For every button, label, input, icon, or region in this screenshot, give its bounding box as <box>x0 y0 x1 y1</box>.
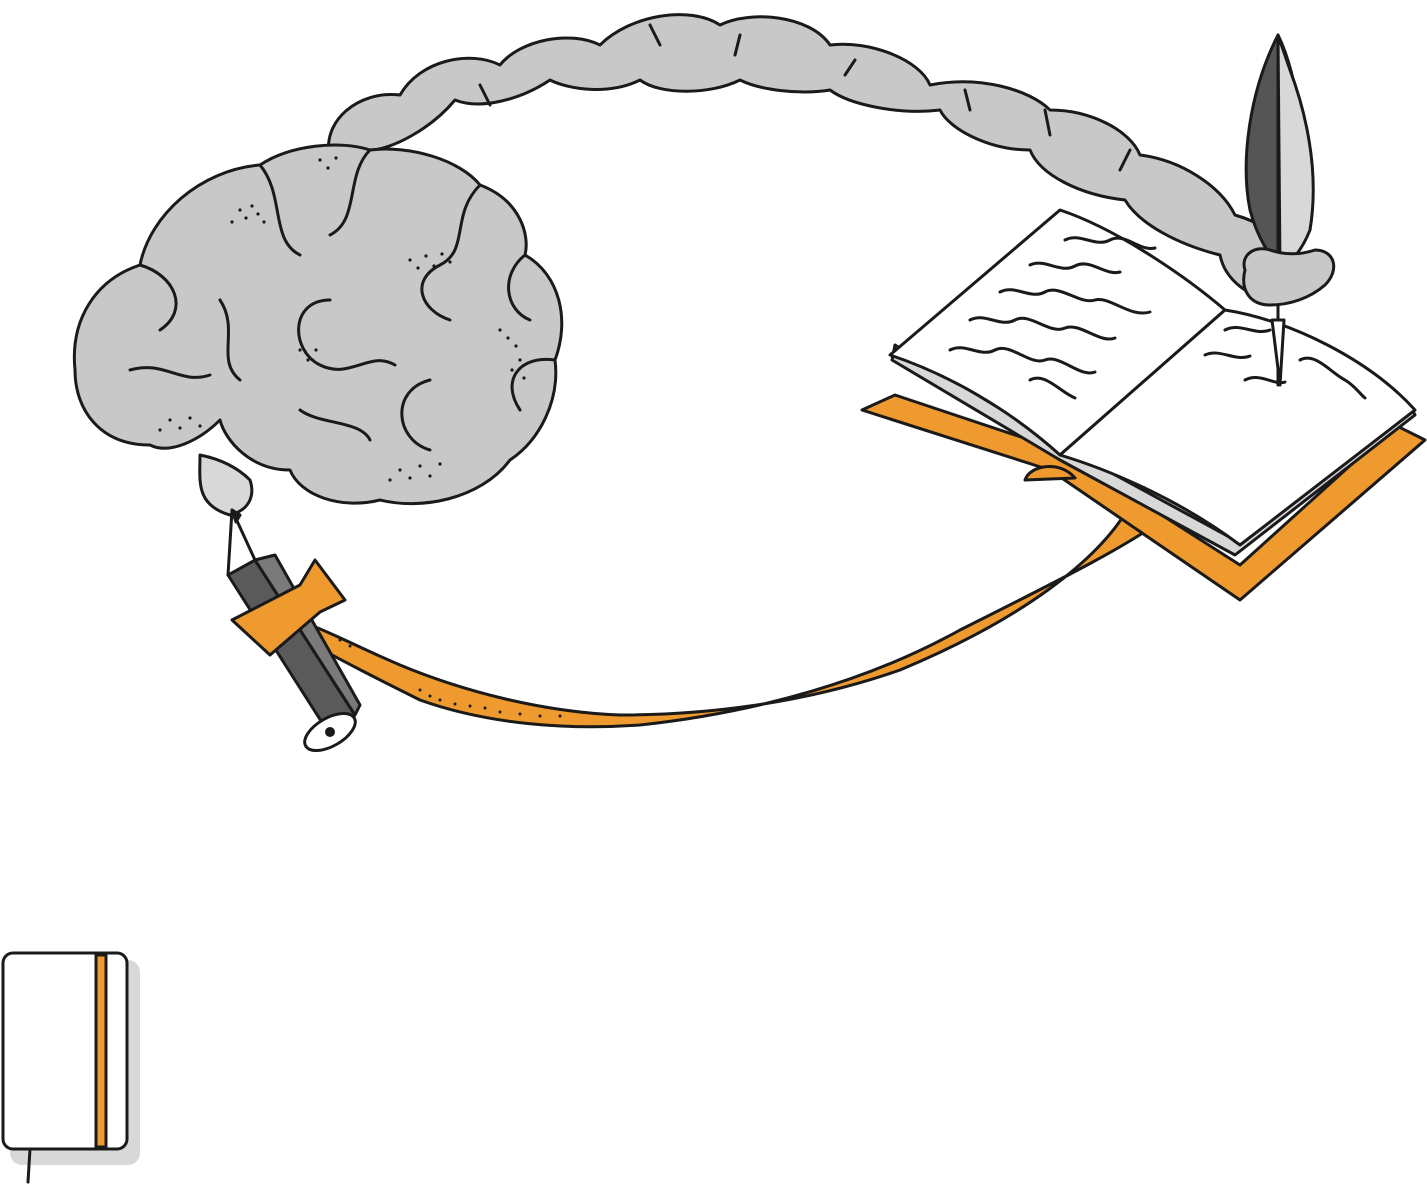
ribbon-shading <box>338 638 562 718</box>
brain-shading <box>158 156 526 482</box>
ribbon-bookmark-icon <box>303 503 1177 729</box>
open-book-icon <box>860 208 1427 602</box>
handwriting-lines-right <box>1203 325 1367 400</box>
pencil-icon <box>226 508 362 753</box>
brain-icon <box>72 143 564 517</box>
hand-icon <box>1242 247 1336 307</box>
notebook-icon <box>1 951 140 1184</box>
handwriting-lines <box>948 236 1157 400</box>
quill-icon <box>1244 33 1315 387</box>
